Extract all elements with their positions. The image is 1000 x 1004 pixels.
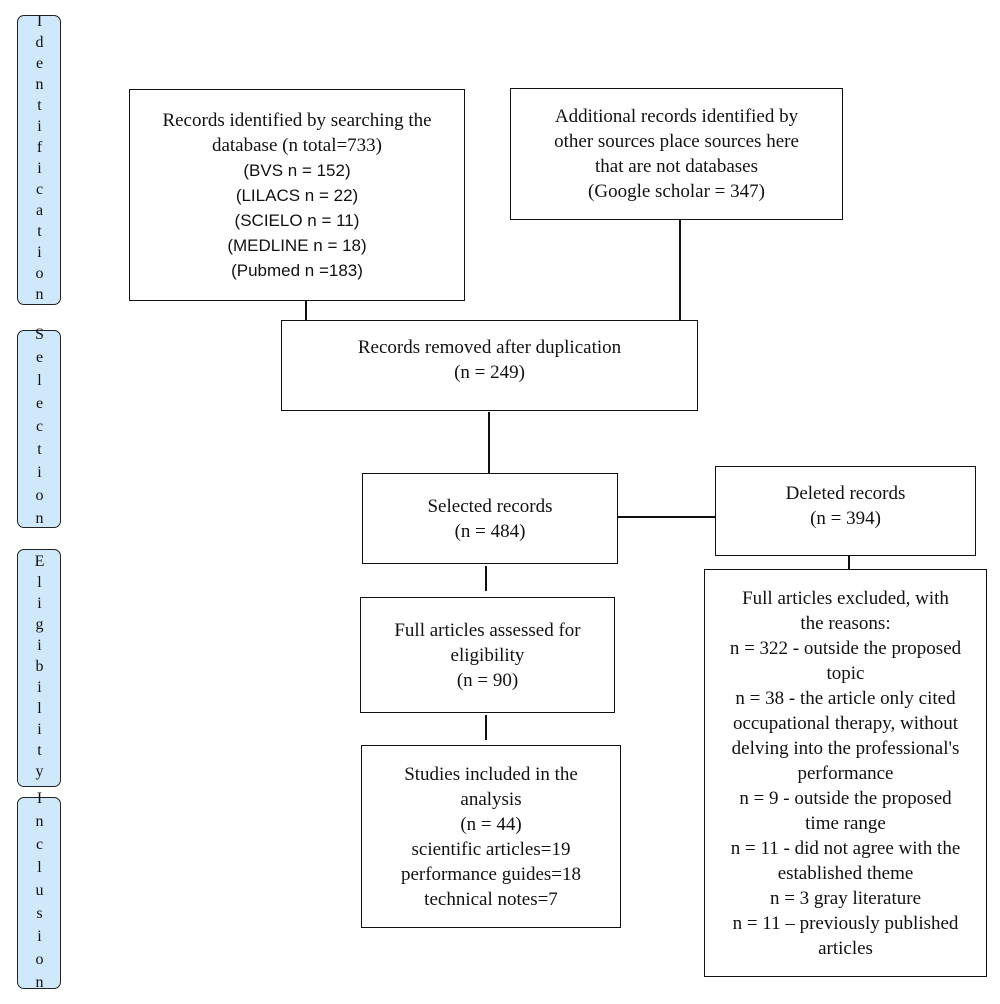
records-database-line2: database (n total=733) <box>211 134 383 156</box>
phase-eligibility-text: Eligibility <box>31 552 48 784</box>
additional-records-line2: other sources place sources here <box>554 131 799 152</box>
excluded-line: time range <box>805 813 886 834</box>
phase-selection-text: Selection <box>31 325 48 533</box>
studies-included-line: Studies included in the <box>404 764 578 785</box>
studies-included-line: scientific articles=19 <box>411 839 571 860</box>
phase-eligibility-label: Eligibility <box>17 549 61 787</box>
records-database-item: (MEDLINE n = 18) <box>227 235 367 255</box>
excluded-line: delving into the professional's <box>731 738 960 759</box>
full-articles-assessed-box: Full articles assessed for eligibility (… <box>360 597 615 713</box>
records-database-line1: Records identified by searching the <box>162 109 432 131</box>
phase-identification-label: Identification <box>17 13 61 307</box>
excluded-line: n = 11 - did not agree with the <box>730 838 961 859</box>
records-database-item: (Pubmed n =183) <box>231 260 363 280</box>
excluded-line: n = 38 - the article only cited <box>735 688 956 709</box>
full-articles-line3: (n = 90) <box>456 669 519 691</box>
studies-included-line: (n = 44) <box>460 814 522 835</box>
selected-records-line1: Selected records <box>427 495 553 517</box>
deleted-records-line2: (n = 394) <box>810 508 881 529</box>
records-database-item: (SCIELO n = 11) <box>234 210 360 230</box>
additional-records-box: Additional records identified by other s… <box>510 88 843 220</box>
excluded-line: occupational therapy, without <box>732 713 959 734</box>
excluded-line: topic <box>826 663 865 684</box>
studies-included-line: performance guides=18 <box>400 864 582 885</box>
phase-selection-label: Selection <box>17 326 61 533</box>
full-articles-line2: eligibility <box>450 644 525 666</box>
articles-excluded-box: Full articles excluded, with the reasons… <box>704 569 987 977</box>
studies-included-line: analysis <box>460 789 522 810</box>
studies-included-box: Studies included in the analysis (n = 44… <box>361 745 621 928</box>
additional-records-line4: (Google scholar = 347) <box>588 181 765 202</box>
excluded-line: established theme <box>777 863 914 884</box>
deleted-records-box: Deleted records (n = 394) <box>715 466 976 556</box>
excluded-line: the reasons: <box>800 613 891 634</box>
excluded-line: n = 11 – previously published <box>732 913 959 934</box>
excluded-line: n = 322 - outside the proposed <box>729 638 962 659</box>
phase-identification-text: Identification <box>31 13 48 307</box>
phase-inclusion-label: Inclusion <box>17 790 61 997</box>
phase-inclusion-text: Inclusion <box>31 789 48 997</box>
excluded-line: Full articles excluded, with <box>742 588 949 609</box>
records-database-item: (BVS n = 152) <box>243 160 351 180</box>
excluded-line: n = 9 - outside the proposed <box>739 788 952 809</box>
excluded-line: performance <box>797 763 894 784</box>
excluded-line: n = 3 gray literature <box>769 888 922 909</box>
duplicates-removed-line1: Records removed after duplication <box>357 337 622 358</box>
deleted-records-line1: Deleted records <box>785 483 906 504</box>
selected-records-line2: (n = 484) <box>454 520 526 542</box>
studies-included-line: technical notes=7 <box>424 889 558 910</box>
records-database-box: Records identified by searching the data… <box>129 89 465 301</box>
excluded-line: articles <box>818 938 873 959</box>
additional-records-line3: that are not databases <box>594 156 758 177</box>
duplicates-removed-box: Records removed after duplication (n = 2… <box>281 320 698 411</box>
selected-records-box: Selected records (n = 484) <box>362 473 618 564</box>
records-database-item: (LILACS n = 22) <box>235 185 359 205</box>
duplicates-removed-line2: (n = 249) <box>454 362 525 383</box>
additional-records-line1: Additional records identified by <box>554 106 799 127</box>
full-articles-line1: Full articles assessed for <box>394 619 581 641</box>
